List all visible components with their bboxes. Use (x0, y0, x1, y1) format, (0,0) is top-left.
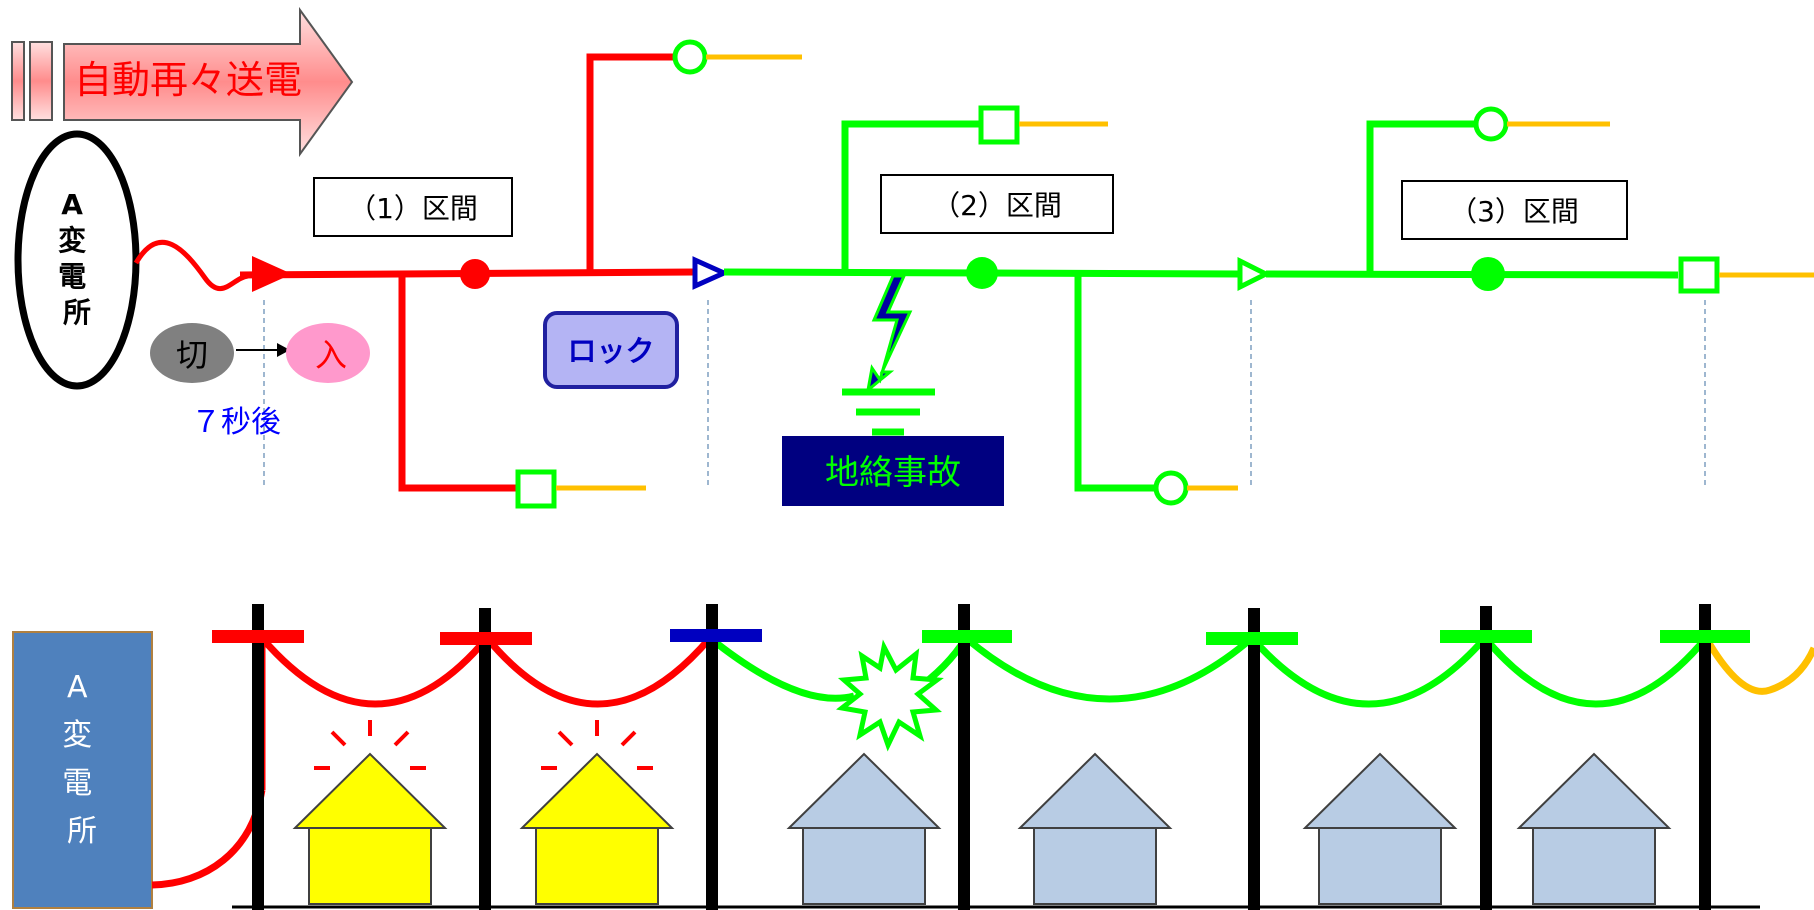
closed-switch-dot (966, 257, 998, 289)
light-rays-icon (314, 720, 426, 770)
section-2-line (723, 105, 1272, 506)
house-lit (519, 720, 675, 905)
utility-pole (1480, 606, 1492, 910)
source-breaker-arrow (252, 256, 292, 292)
banner-label: 自動再々送電 (74, 58, 302, 102)
section-label-1: （1）区間 (313, 177, 513, 237)
light-rays-icon (541, 720, 653, 770)
substation-top: A 変 電 所 (14, 130, 249, 390)
breaker-off-oval (150, 323, 234, 383)
house-dark (1017, 752, 1173, 905)
banner-stripe (29, 41, 53, 121)
breaker-on-oval (286, 323, 370, 383)
lock-badge: ロック (543, 311, 679, 389)
pole-crossarm (922, 630, 1012, 643)
fault-label-box: 地絡事故 (782, 436, 1004, 506)
svg-text:地絡事故: 地絡事故 (825, 453, 961, 493)
pole-crossarm (440, 632, 532, 645)
utility-pole (479, 608, 491, 910)
pole-crossarm (1660, 630, 1750, 643)
substation-bottom-label: A 変 電 所 (62, 670, 102, 849)
open-switch-circle (672, 39, 708, 75)
open-switch-circle (1473, 106, 1509, 142)
section-3-line (1265, 106, 1814, 294)
breaker-on-label: 入 (315, 336, 347, 374)
substation-feeder (133, 239, 249, 292)
open-switch-square (1678, 256, 1720, 294)
open-switch-circle (1153, 470, 1189, 506)
lightning-icon (865, 274, 913, 394)
overhead-wires (258, 635, 1814, 790)
pole-crossarm (670, 629, 762, 642)
closed-switch-dot (460, 259, 490, 289)
utility-pole (958, 604, 970, 910)
utility-poles (212, 604, 1750, 910)
closed-switch-dot (1471, 257, 1505, 291)
house-dark (1302, 752, 1458, 905)
ground-fault-symbol (842, 274, 935, 436)
section-1-line (239, 39, 802, 509)
substation-box (12, 631, 153, 909)
open-switch-square (978, 105, 1020, 145)
section-label-2: （2）区間 (880, 174, 1114, 234)
fault-spark-icon (836, 639, 944, 752)
svg-text:（3）区間: （3）区間 (1449, 195, 1579, 228)
utility-pole (252, 604, 264, 910)
svg-text:（1）区間: （1）区間 (348, 192, 478, 225)
substation-top-label: A 変 電 所 (58, 188, 96, 329)
section-dividers (263, 300, 1706, 488)
section-switch-triangle (1237, 256, 1272, 292)
utility-pole (1248, 608, 1260, 910)
svg-text:ロック: ロック (567, 334, 654, 368)
utility-pole (706, 604, 718, 910)
substation-bottom: A 変 電 所 (12, 631, 266, 909)
svg-text:（2）区間: （2）区間 (932, 189, 1062, 222)
pole-crossarm (212, 630, 304, 643)
pole-crossarm (1440, 630, 1532, 643)
section-label-3: （3）区間 (1401, 180, 1628, 240)
delay-label: ７秒後 (191, 405, 281, 440)
pole-crossarm (1206, 632, 1298, 645)
house-lit (292, 720, 448, 905)
house-dark (1516, 752, 1672, 905)
house-dark (786, 752, 942, 905)
locked-switch-triangle (692, 256, 731, 290)
auto-reenergize-banner: 自動再々送電 (11, 6, 354, 158)
banner-arrow-shape (63, 6, 354, 158)
breaker-state: 切 入 ７秒後 (150, 323, 370, 440)
open-switch-square (515, 469, 557, 509)
utility-pole (1699, 604, 1711, 910)
banner-stripe (11, 41, 25, 121)
breaker-off-label: 切 (176, 336, 208, 374)
